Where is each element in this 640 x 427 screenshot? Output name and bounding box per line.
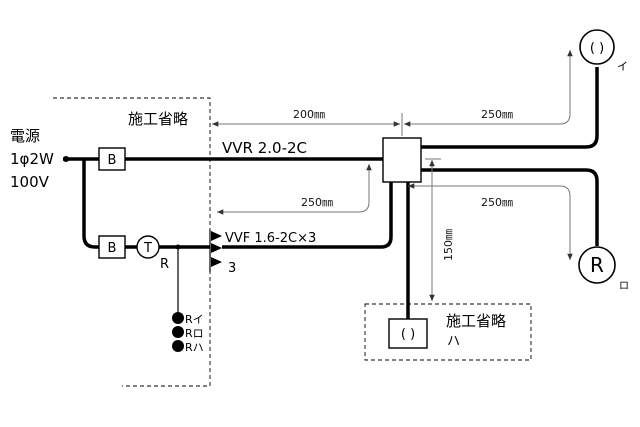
dim-vertical-text: 150㎜ (442, 229, 455, 261)
timer-symbol (136, 235, 160, 259)
breaker-2 (98, 235, 126, 259)
dim-top-left-text: 200㎜ (293, 108, 325, 121)
dim-right-mid (408, 183, 573, 260)
breaker-1 (98, 147, 126, 171)
breaker-1-label: B (108, 153, 117, 168)
timer-label: T (143, 241, 152, 256)
light-i-symbol: ( ) (590, 41, 604, 56)
dim-right-mid-text: 250㎜ (481, 196, 513, 209)
power-spec: 1φ2W (10, 150, 54, 168)
control-wire (222, 182, 393, 249)
wire-to-light-ro (421, 168, 599, 246)
light-ha (388, 318, 428, 349)
power-terminal (63, 156, 69, 162)
omitted-label-ha: 施工省略 (446, 312, 506, 330)
relay-i-label: Rイ (185, 313, 204, 326)
dim-top-right (404, 50, 573, 127)
light-i (579, 29, 615, 65)
breaker-2-label: B (108, 241, 117, 256)
cable-control-label: VVF 1.6-2C×3 (225, 231, 316, 246)
relay-label: R (160, 257, 169, 272)
light-ro (578, 246, 616, 284)
relay-ha-label: Rハ (185, 341, 204, 354)
cable-main-label: VVR 2.0-2C (222, 139, 307, 157)
power-label: 電源 (10, 127, 40, 145)
dim-lower-left (217, 164, 372, 215)
light-ha-symbol: ( ) (401, 327, 415, 342)
junction-box (382, 137, 422, 183)
switch-2 (211, 243, 222, 253)
relay-ro-dot (172, 326, 184, 338)
switch-3 (211, 257, 222, 267)
wire-to-light-i (421, 67, 599, 149)
relay-ro-label: Rロ (185, 327, 204, 340)
switch-1 (211, 231, 222, 241)
relay-ha-dot (172, 340, 184, 352)
relay-i-dot (172, 312, 184, 324)
omitted-region-ha (364, 303, 532, 361)
switch-group (209, 230, 222, 272)
main-wire-lower (82, 159, 99, 249)
light-ro-label: ロ (619, 281, 629, 292)
light-ha-label: ハ (447, 334, 460, 349)
cable-control-count: 3 (228, 261, 236, 276)
dim-top-right-text: 250㎜ (481, 108, 513, 121)
power-voltage: 100V (10, 173, 50, 191)
light-i-label: イ (617, 60, 628, 73)
light-ro-symbol: R (590, 253, 604, 277)
dim-lower-left-text: 250㎜ (301, 196, 333, 209)
omitted-label-left: 施工省略 (128, 110, 188, 128)
